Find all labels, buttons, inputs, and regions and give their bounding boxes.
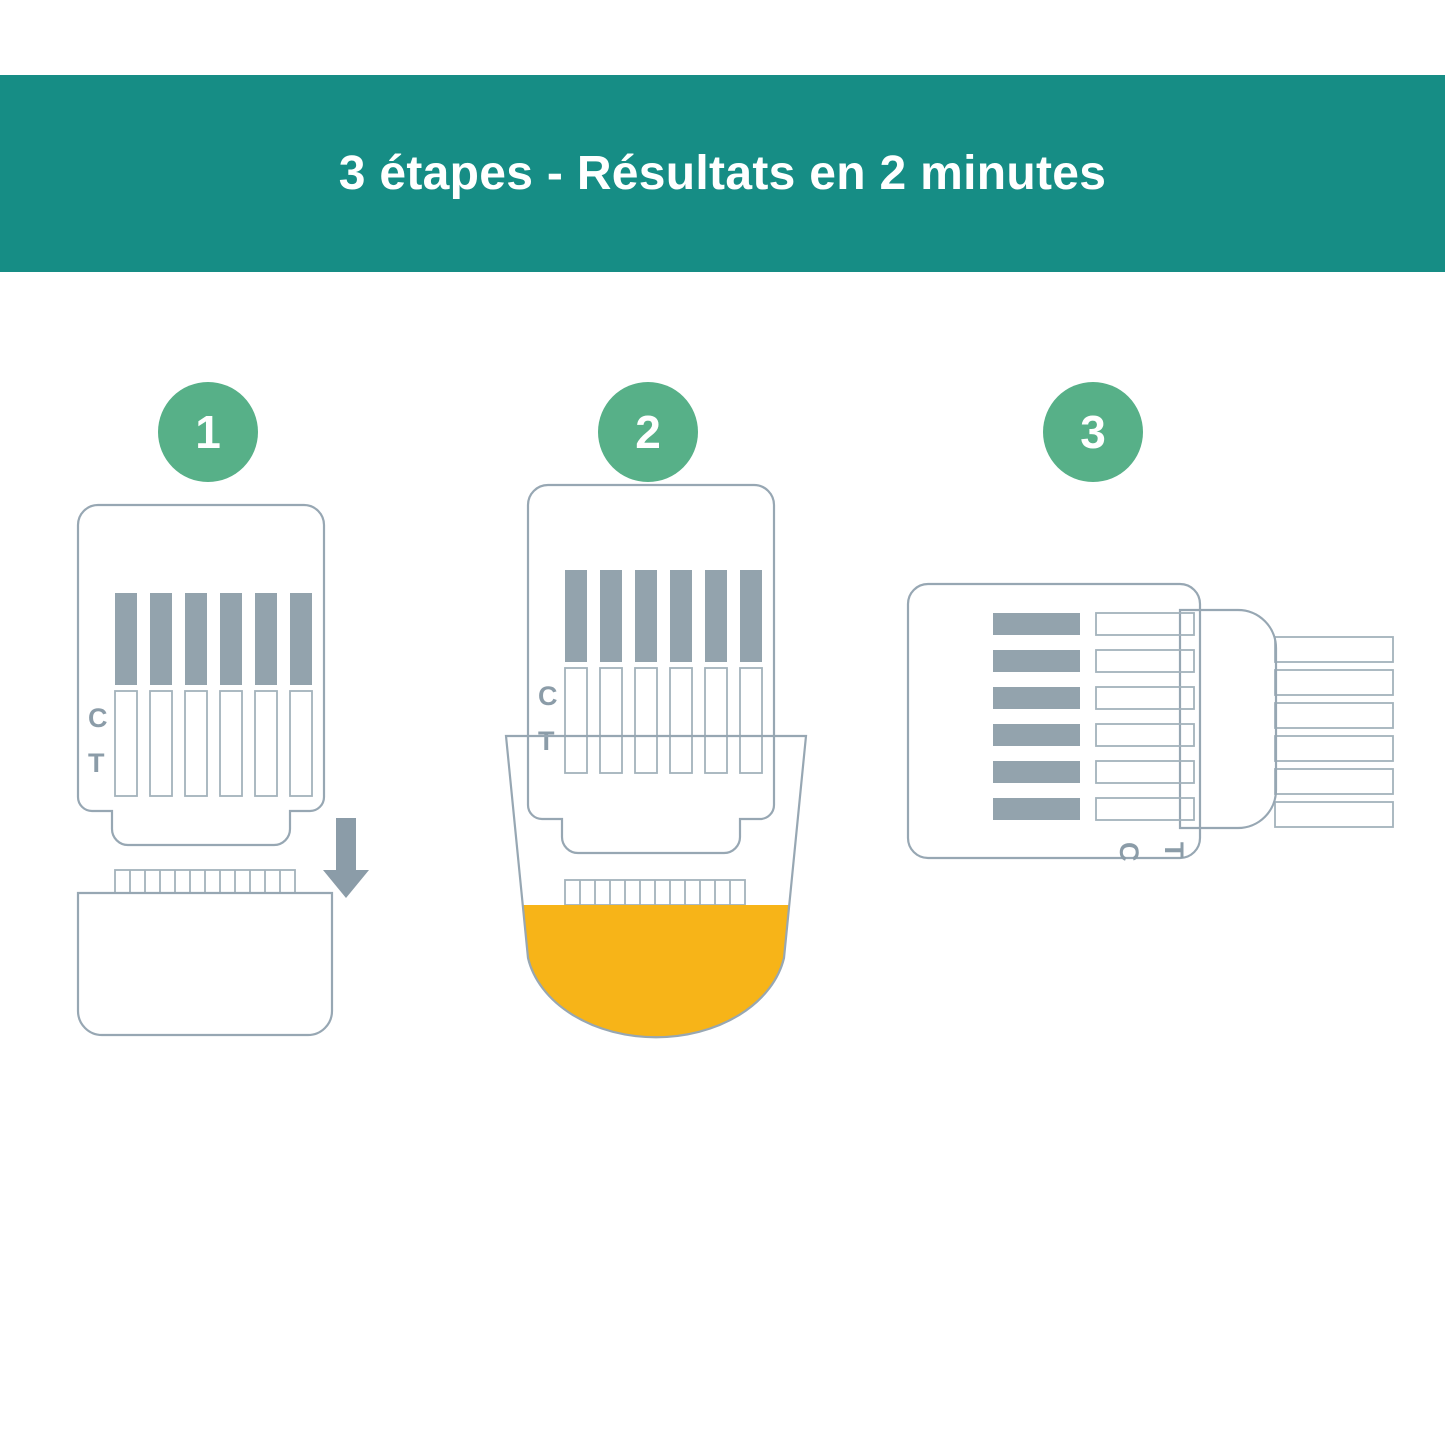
- step-badge-3: 3: [1043, 382, 1143, 482]
- test-card-neck-3: [1178, 608, 1278, 830]
- test-line-label-2: T: [538, 726, 555, 756]
- page-title: 3 étapes - Résultats en 2 minutes: [338, 147, 1107, 200]
- comb-teeth-1: [114, 869, 296, 894]
- step-3-illustration: C T: [906, 582, 1394, 862]
- step-badge-2: 2: [598, 382, 698, 482]
- result-windows-2: [564, 667, 763, 774]
- control-line-label-3: C: [1114, 842, 1144, 862]
- step-1-illustration: C T: [76, 503, 369, 1037]
- comb-teeth-3: [1274, 636, 1394, 828]
- reagent-bars-2: [565, 570, 762, 662]
- collection-cup-2: [504, 734, 808, 1039]
- step-2-illustration: C T: [504, 483, 808, 1039]
- test-line-label-1: T: [88, 748, 105, 778]
- control-line-label-2: C: [538, 681, 558, 711]
- control-line-label-1: C: [88, 703, 108, 733]
- collection-cup-1: [76, 891, 334, 1037]
- down-arrow-icon-1: [323, 818, 369, 898]
- test-card-body-3: [906, 582, 1202, 860]
- reagent-bars-3: [993, 613, 1080, 820]
- comb-teeth-2: [564, 879, 746, 906]
- test-card-body-1: [76, 503, 326, 847]
- result-windows-1: [114, 690, 313, 797]
- urine-fill-2: [506, 905, 806, 1038]
- test-card-body-2: [526, 483, 776, 855]
- test-line-label-3: T: [1159, 842, 1189, 859]
- reagent-bars-1: [115, 593, 312, 685]
- result-windows-3: [1095, 612, 1195, 821]
- step-badge-1: 1: [158, 382, 258, 482]
- header-banner: 3 étapes - Résultats en 2 minutes: [0, 75, 1445, 272]
